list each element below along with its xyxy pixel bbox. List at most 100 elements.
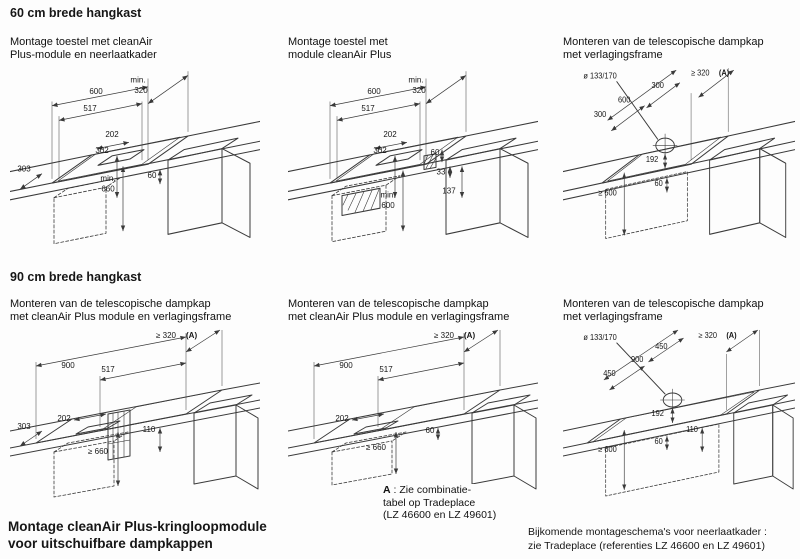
dim-900-line <box>35 335 187 368</box>
dim-600v: 600 <box>381 201 395 210</box>
dim-110: 110 <box>143 425 156 434</box>
cabinet-front <box>167 148 223 235</box>
diagram-cell-1: Montage toestel met cleanAir Plus-module… <box>10 36 278 250</box>
footer-left-line: voor uitschuifbare dampkappen <box>8 536 213 551</box>
dim-60: 60 <box>654 179 663 189</box>
frame-opening-inner <box>607 136 722 182</box>
shelf-front-bottom-edge <box>10 149 260 201</box>
dim-diameter: ø 133/170 <box>583 333 616 342</box>
diagram-60cm-cleanair-neerlaatkader: 600 517 min. 320 202 302 303 min. 660 60 <box>10 71 260 245</box>
dim-450b-line <box>609 365 645 391</box>
shelf-back-edge-right <box>759 382 795 391</box>
diagram-cell-5: Monteren van de telescopische dampkap me… <box>288 298 556 504</box>
caption-line: Monteren van de telescopische dampkap <box>563 298 764 310</box>
dim-min: min. <box>100 174 115 183</box>
shelf-front-bottom-edge <box>288 407 538 457</box>
dim-600: 600 <box>618 95 631 105</box>
dim-202-line <box>351 412 385 422</box>
dim-137: 137 <box>442 186 456 195</box>
footer-left-title: Montage cleanAir Plus-kringloopmodule vo… <box>8 518 267 552</box>
cabinet-door-open <box>235 404 259 490</box>
dim-60: 60 <box>654 437 662 446</box>
diagram-caption: Montage toestel met cleanAir Plus-module… <box>10 36 278 66</box>
appliance-dashed-outline <box>53 186 107 245</box>
dim-517: 517 <box>379 365 393 374</box>
dim-a-ref: (A) <box>186 331 197 340</box>
dim-303: 303 <box>17 422 31 431</box>
section-title-60cm: 60 cm brede hangkast <box>10 6 142 20</box>
shelf-back-edge-left <box>288 154 371 173</box>
appliance-dashed-top <box>53 431 129 453</box>
duct-hole-crosshair <box>660 388 685 412</box>
cabinet-top <box>193 394 253 414</box>
shelf-back-edge-left <box>10 154 93 173</box>
dim-303: 303 <box>17 164 31 173</box>
cabinet-top <box>709 137 776 161</box>
dim-a-ref: (A) <box>726 331 737 340</box>
cabinet-top <box>167 137 239 161</box>
dim-a-ref: (A) <box>719 68 730 78</box>
dim-202-line <box>73 412 107 422</box>
dim-320: 320 <box>134 86 148 95</box>
dimension-annotations: 900 517 ≥ 320 (A) 202 303 ≥ 660 110 <box>17 329 223 486</box>
dim-202-line <box>374 141 408 150</box>
cabinet-scene-linework <box>563 81 795 239</box>
dim-900-line <box>313 335 465 368</box>
appliance-dashed-outline <box>331 184 387 243</box>
dim-303-line <box>19 430 43 447</box>
caption-line: Montage toestel met <box>288 36 388 48</box>
dim-min: min. <box>408 76 423 85</box>
diagram-60cm-telescopic-frame: ø 133/170 ≥ 320 (A) 300 600 300 192 ≥ 60… <box>563 68 795 239</box>
dim-300: 300 <box>651 81 664 91</box>
cabinet-scene-linework <box>288 120 538 243</box>
dim-60: 60 <box>426 426 435 435</box>
cutout-opening-inner <box>57 136 181 182</box>
footer-left-line: Montage cleanAir Plus-kringloopmodule <box>8 519 267 534</box>
cleanair-rack-module <box>107 409 131 461</box>
caption-line: met verlagingsframe <box>563 49 663 61</box>
diagram-caption: Monteren van de telescopische dampkap me… <box>288 298 556 328</box>
shelf-back-edge-right <box>221 382 260 391</box>
note-line: A : Zie combinatie- <box>383 484 496 497</box>
verlagingsframe-dashed <box>605 171 688 239</box>
shelf-front-bottom-edge <box>288 149 538 201</box>
duct-cutout <box>353 420 399 435</box>
diameter-leader-line <box>616 81 659 140</box>
appliance-dashed-top <box>331 431 407 453</box>
shelf-back-edge-left <box>563 418 621 432</box>
dim-320: 320 <box>412 86 426 95</box>
dimension-annotations: 600 517 min. 320 202 302 303 min. 660 60 <box>17 71 189 232</box>
dim-202: 202 <box>335 414 349 423</box>
caption-line: module cleanAir Plus <box>288 49 392 61</box>
caption-line: Montage toestel met cleanAir <box>10 36 153 48</box>
dim-600v: ≥ 600 <box>598 188 617 198</box>
note-text: : Zie combinatie- <box>390 484 472 496</box>
dim-320: ≥ 320 <box>156 331 177 340</box>
dim-192: 192 <box>646 155 658 165</box>
dim-660: ≥ 660 <box>366 443 387 452</box>
dim-60: 60 <box>431 148 440 157</box>
dim-min: min. <box>380 191 395 200</box>
dim-202: 202 <box>105 130 119 139</box>
cabinet-scene-linework <box>288 382 538 490</box>
shelf-back-edge-left <box>563 154 640 173</box>
cabinet-door-open <box>759 148 787 238</box>
cleanair-module <box>341 187 381 217</box>
dim-450: 450 <box>655 342 667 351</box>
cabinet-front <box>709 148 761 235</box>
diagram-60cm-cleanair-module: 600 517 min. 320 202 302 60 33 137 min. … <box>288 71 538 243</box>
diagram-90cm-cleanair-frame: 900 517 ≥ 320 (A) 202 303 ≥ 660 110 <box>10 329 260 498</box>
cabinet-door-open <box>772 404 794 490</box>
dim-202: 202 <box>383 130 397 139</box>
shelf-front-bottom-edge <box>10 407 260 457</box>
dim-302: 302 <box>95 146 109 155</box>
shelf-front-bottom-edge <box>563 407 795 457</box>
note-line: (LZ 46600 en LZ 49601) <box>383 509 497 521</box>
footer-right-line: Bijkomende montageschema's voor neerlaat… <box>528 526 767 538</box>
cabinet-top <box>471 394 531 414</box>
dim-517-line <box>58 102 143 122</box>
dim-a-ref: (A) <box>464 331 475 340</box>
dim-33: 33 <box>437 168 446 177</box>
duct-cutout <box>75 420 121 435</box>
